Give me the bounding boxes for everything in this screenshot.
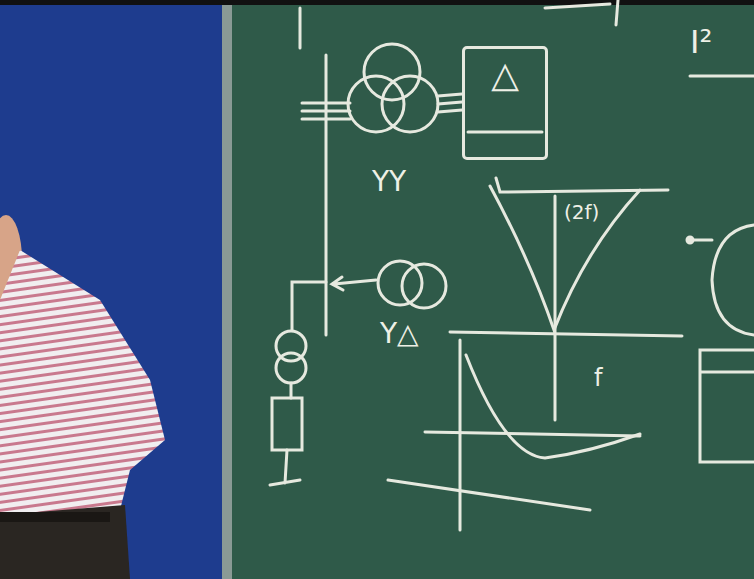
label-holder: (2f) bbox=[564, 202, 599, 223]
label-holder: f bbox=[594, 366, 602, 390]
axis-label: (2f) bbox=[564, 200, 599, 224]
label-holder: Y△ bbox=[380, 320, 419, 348]
box-symbol: △ bbox=[491, 57, 519, 93]
winding-label: YY bbox=[372, 165, 406, 198]
label-holder: YY bbox=[372, 168, 406, 196]
axis-label: f bbox=[594, 364, 602, 392]
converter-box: △ bbox=[462, 46, 548, 160]
label-holder: I² bbox=[690, 26, 712, 58]
winding-label: Y△ bbox=[380, 317, 419, 350]
formula-label: I² bbox=[690, 23, 712, 61]
